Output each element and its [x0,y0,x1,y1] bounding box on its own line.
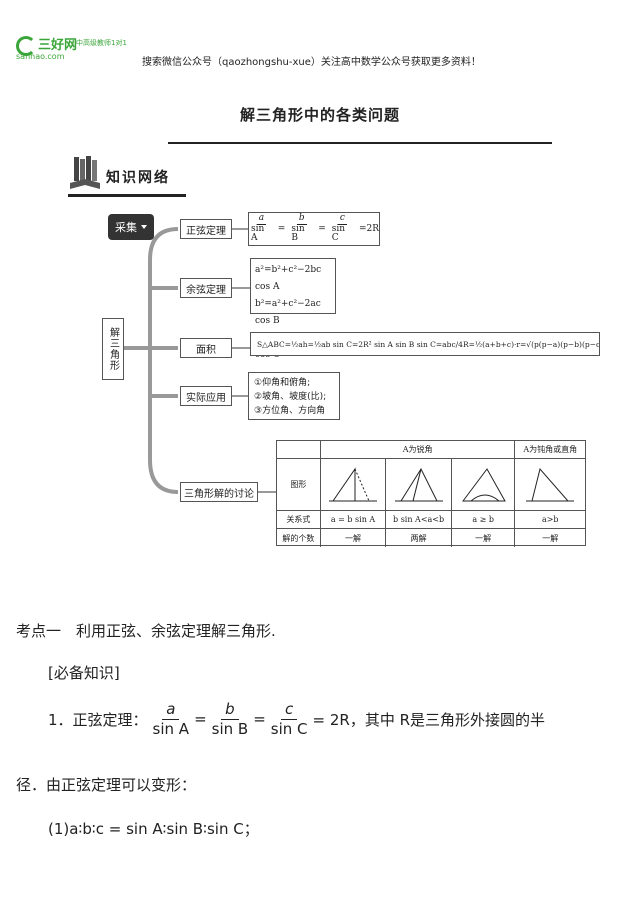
section-underline [68,194,186,197]
application-item: ①仰角和俯角; [254,378,311,388]
relation-cell: b sin A<a<b [386,511,452,529]
knowledge-tag: [必备知识] [48,664,120,682]
triangle-figure-one [320,459,387,511]
application-list: ①仰角和俯角; ②坡角、坡度(比); ③方位角、方向角 [248,372,340,420]
triangle-figure-four [515,459,586,511]
title-underline [168,142,552,144]
cosine-formula-b: b²=a²+c²−2ac cos B [255,299,321,326]
table-row-count: 解的个数 [277,529,321,547]
cosine-law-formulas: a²=b²+c²−2bc cos A b²=a²+c²−2ac cos B c²… [250,258,336,360]
solution-count-table: A为锐角 A为钝角或直角 图形 关系式 a = b sin A b sin A<… [276,440,586,547]
triangle-figure-three [451,459,516,511]
cosine-formula-a: a²=b²+c²−2bc cos A [255,265,322,292]
site-logo[interactable]: 三好网 中高级教师1对1 sanhao.com [14,32,134,66]
header-notice: 搜索微信公众号（qaozhongshu-xue）关注高中数学公众号获取更多资料！ [142,57,481,68]
law-prefix: 1．正弦定理： [48,710,148,729]
application-item: ②坡角、坡度(比); [254,392,327,402]
triangle-icon [329,466,377,501]
triangle-icon [394,467,443,501]
logo-circle-icon [16,36,36,56]
law-continuation: 径．由正弦定理可以变形： [16,776,197,794]
relation-cell: a>b [515,511,586,529]
collect-button-label: 采集 [115,221,137,234]
law-result: = 2R，其中 R是三角形外接圆的半 [312,710,546,729]
count-cell: 两解 [386,529,452,547]
table-header-obtuse: A为钝角或直角 [515,441,585,459]
triangle-icon [526,467,575,501]
law-property-1: (1)a∶b∶c = sin A∶sin B∶sin C； [48,820,259,838]
count-cell: 一解 [321,529,387,547]
table-header-acute: A为锐角 [320,441,516,459]
exam-point-heading: 考点一 利用正弦、余弦定理解三角形. [16,622,276,640]
caret-down-icon [141,225,147,229]
triangle-icon [462,467,507,501]
branch-sine-law: 正弦定理 [180,219,232,239]
application-item: ③方位角、方向角 [254,406,326,416]
count-cell: 一解 [542,533,559,543]
relation-cell: a ≥ b [451,511,516,529]
table-row-figure: 图形 [277,459,321,511]
branch-cosine-law: 余弦定理 [180,278,232,298]
books-icon [70,156,100,189]
logo-domain: sanhao.com [16,52,65,61]
document-title: 解三角形中的各类问题 [239,106,400,124]
section-heading: 知识网络 [106,170,170,186]
logo-slogan: 中高级教师1对1 [76,39,127,47]
branch-application: 实际应用 [180,386,232,406]
branch-discussion: 三角形解的讨论 [180,482,258,502]
collect-button[interactable]: 采集 [108,214,154,240]
triangle-figure-two [386,459,452,511]
relation-cell: a = b sin A [320,511,387,529]
branch-area: 面积 [180,338,232,358]
table-row-relation: 关系式 [277,511,321,529]
table-corner [277,441,321,459]
area-formula: S△ABC=½ah=½ab sin C=2R² sin A sin B sin … [250,332,600,356]
logo-name: 三好网 [38,38,78,53]
mindmap-root: 解三角形 [102,318,124,380]
count-cell: 一解 [452,529,516,547]
